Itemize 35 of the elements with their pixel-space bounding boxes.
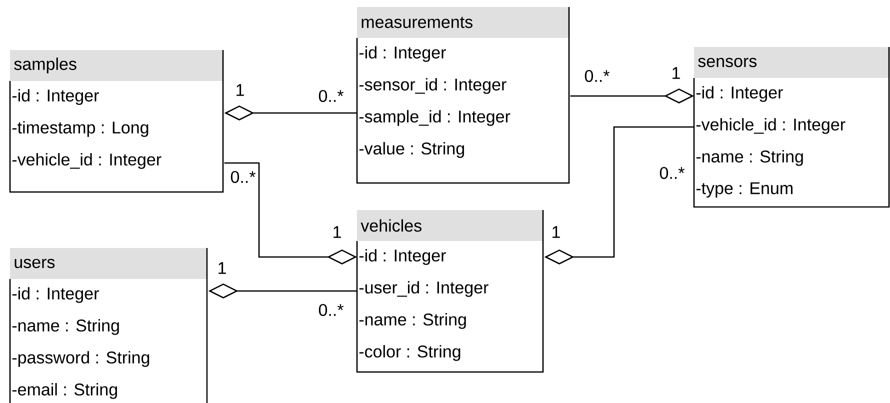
class-name: vehicles: [360, 219, 422, 232]
attribute-text: -name : String: [12, 319, 119, 335]
attribute-text: -sensor_id : Integer: [359, 78, 506, 94]
multiplicity-label: 0..*: [318, 90, 344, 102]
attribute-text: -id : Integer: [359, 249, 446, 265]
attribute-text: -email : String: [12, 383, 117, 399]
class-box: [9, 50, 224, 193]
attribute-text: -name : String: [696, 150, 803, 166]
class-box: [356, 7, 570, 184]
class-box: [693, 47, 890, 208]
attribute-text: -type : Enum: [696, 182, 792, 198]
attribute-text: -color : String: [359, 345, 460, 361]
attribute-text: -vehicle_id : Integer: [12, 153, 162, 169]
attribute-text: -id : Integer: [359, 46, 446, 62]
multiplicity-label: 1: [552, 226, 560, 238]
attribute-text: -id : Integer: [12, 287, 99, 303]
attribute-text: -timestamp : Long: [12, 121, 148, 137]
multiplicity-label: 0..*: [318, 304, 344, 316]
attribute-text: -value : String: [359, 142, 464, 158]
attribute-text: -id : Integer: [696, 86, 783, 102]
class-name: users: [14, 258, 55, 268]
multiplicity-label: 0..*: [230, 170, 256, 184]
class-name: sensors: [698, 58, 757, 68]
multiplicity-label: 0..*: [584, 70, 610, 82]
attribute-text: -name : String: [359, 313, 466, 329]
attribute-text: -id : Integer: [12, 89, 99, 105]
attribute-text: -vehicle_id : Integer: [696, 118, 846, 134]
attribute-text: -sample_id : Integer: [359, 110, 510, 126]
class-box: [356, 210, 544, 373]
class-box: [9, 248, 208, 403]
attribute-text: -user_id : Integer: [359, 281, 488, 297]
multiplicity-label: 1: [334, 226, 341, 238]
class-name: measurements: [362, 16, 472, 28]
class-name: samples: [14, 58, 76, 74]
attribute-text: -password : String: [12, 351, 150, 367]
